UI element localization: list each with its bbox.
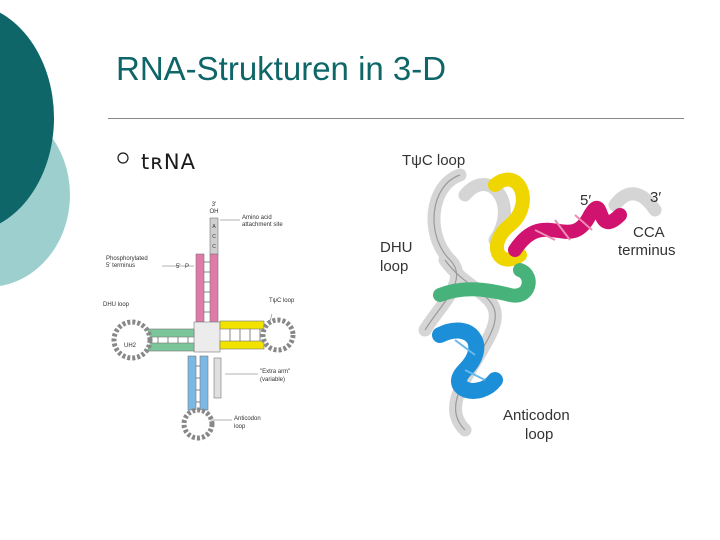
label-uh2: UH2 xyxy=(124,343,137,349)
label-oh: OH xyxy=(210,209,219,215)
ribbon-label-anticodon-2: loop xyxy=(525,426,553,443)
dhu-stem-top xyxy=(147,328,195,338)
anticodon-stem-right xyxy=(199,355,209,411)
label-anticodon-2: loop xyxy=(234,424,246,430)
ribbon-label-cca-1: CCA xyxy=(633,224,665,241)
acceptor-stem-right xyxy=(209,253,219,323)
title-divider xyxy=(108,118,684,119)
ribbon-magenta xyxy=(508,200,627,257)
trna-3d-ribbon-model: TψC loop DHU loop 5′ 3′ CCA terminus Ant… xyxy=(380,152,676,443)
label-anticodon-1: Anticodon xyxy=(234,416,261,422)
label-p: P xyxy=(185,264,189,270)
corner-decoration xyxy=(0,12,70,286)
dhu-stem-bottom xyxy=(147,342,195,352)
label-tpsic-loop: TψC loop xyxy=(269,298,295,304)
acceptor-letter: A xyxy=(212,224,216,230)
anticodon-loop-ring xyxy=(181,407,215,441)
trna-cloverleaf-diagram: A C C 3' OH Amino acid attachment site P… xyxy=(103,202,296,441)
ribbon-label-5prime: 5′ xyxy=(580,192,591,209)
tpsic-stem-bottom xyxy=(219,340,265,350)
backbone-upper xyxy=(418,168,467,337)
label-amino-2: attachment site xyxy=(242,222,283,228)
ribbon-label-tpsic: TψC loop xyxy=(402,152,465,169)
label-phos-1: Phosphorylated xyxy=(106,256,148,262)
hollow-circle-icon xyxy=(117,152,129,164)
deco-dark-shape xyxy=(0,12,54,224)
dhu-loop-ring xyxy=(111,319,153,361)
junction xyxy=(193,321,221,353)
backbone-cca xyxy=(608,187,662,217)
ribbon-label-3prime: 3′ xyxy=(650,189,661,206)
label-extra-2: (variable) xyxy=(260,377,285,383)
acceptor-single-strand xyxy=(209,217,219,255)
acceptor-letter: C xyxy=(212,234,216,240)
ribbon-yellow xyxy=(488,172,530,267)
slide-title: RNA-Strukturen in 3-D xyxy=(116,50,447,87)
bullet-text: tʀNA xyxy=(141,150,196,174)
label-5prime: 5' xyxy=(176,264,180,270)
anticodon-stem-left xyxy=(187,355,197,411)
variable-arm xyxy=(213,357,222,399)
label-extra-1: "Extra arm" xyxy=(260,369,290,375)
tpsic-stem-top xyxy=(219,320,265,330)
ribbon-label-cca-2: terminus xyxy=(618,242,676,259)
ribbon-green xyxy=(433,263,536,303)
label-3prime: 3' xyxy=(212,202,216,208)
label-dhu-loop: DHU loop xyxy=(103,302,130,308)
ribbon-label-anticodon-1: Anticodon xyxy=(503,407,570,424)
tpsic-loop-ring xyxy=(260,317,296,353)
label-phos-2: 5' terminus xyxy=(106,263,135,269)
ribbon-label-dhu-2: loop xyxy=(380,258,408,275)
label-amino-1: Amino acid xyxy=(242,215,272,221)
acceptor-stem-left xyxy=(195,253,205,323)
ribbon-label-dhu-1: DHU xyxy=(380,239,413,256)
acceptor-letter: C xyxy=(212,244,216,250)
